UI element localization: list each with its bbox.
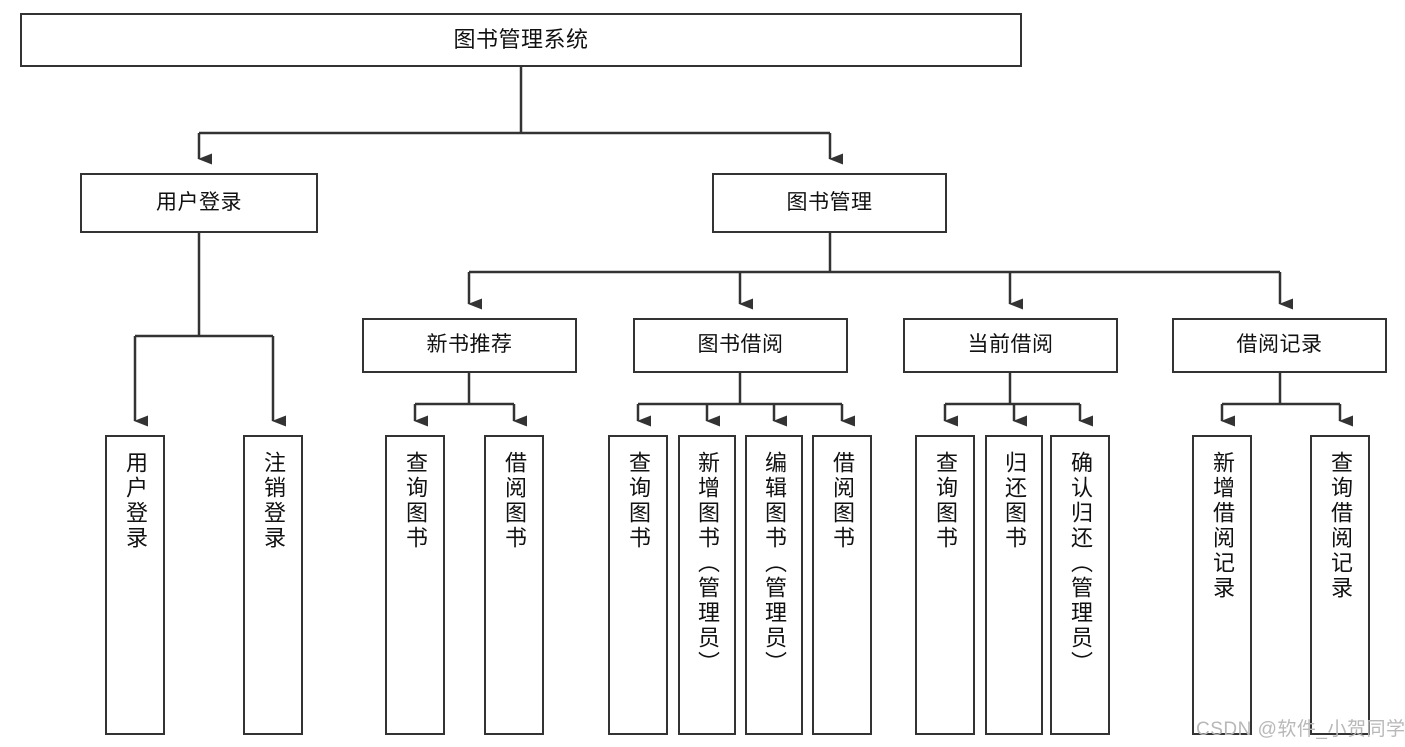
node-leaf-borrow-book-new[interactable]: 借阅图书 (484, 435, 544, 735)
node-book-management[interactable]: 图书管理 (712, 173, 947, 233)
node-leaf-logout[interactable]: 注销登录 (243, 435, 303, 735)
node-label: 当前借阅 (967, 333, 1054, 357)
node-label: 归还图书 (1002, 451, 1027, 551)
node-label: 用户登录 (123, 451, 148, 551)
node-leaf-add-borrow-record[interactable]: 新增借阅记录 (1192, 435, 1252, 735)
node-current-borrow[interactable]: 当前借阅 (903, 318, 1118, 373)
node-book-management-system[interactable]: 图书管理系统 (20, 13, 1022, 67)
node-leaf-borrow-book[interactable]: 借阅图书 (812, 435, 872, 735)
node-label: 查询图书 (933, 451, 958, 551)
node-label: 注销登录 (261, 451, 286, 551)
node-label: 图书管理 (786, 190, 873, 214)
node-leaf-add-book[interactable]: 新增图书（管理员） (678, 435, 736, 735)
node-leaf-query-book-borrow[interactable]: 查询图书 (608, 435, 668, 735)
node-label: 编辑图书（管理员） (762, 451, 787, 676)
node-leaf-confirm-return[interactable]: 确认归还（管理员） (1050, 435, 1110, 735)
node-book-borrow[interactable]: 图书借阅 (633, 318, 848, 373)
node-leaf-query-book-new[interactable]: 查询图书 (385, 435, 445, 735)
node-leaf-query-borrow-record[interactable]: 查询借阅记录 (1310, 435, 1370, 735)
node-label: 新增借阅记录 (1210, 451, 1235, 601)
node-leaf-return-book[interactable]: 归还图书 (985, 435, 1043, 735)
node-user-login[interactable]: 用户登录 (80, 173, 318, 233)
node-label: 查询图书 (403, 451, 428, 551)
node-leaf-query-book-current[interactable]: 查询图书 (915, 435, 975, 735)
node-borrow-record[interactable]: 借阅记录 (1172, 318, 1387, 373)
node-label: 借阅图书 (830, 451, 855, 551)
node-label: 新增图书（管理员） (695, 451, 720, 676)
node-label: 确认归还（管理员） (1068, 451, 1093, 676)
node-label: 查询借阅记录 (1328, 451, 1353, 601)
node-label: 查询图书 (626, 451, 651, 551)
csdn-watermark: CSDN @软件_小贺同学 (1196, 719, 1405, 740)
node-label: 图书借阅 (697, 333, 784, 357)
node-new-book-recommend[interactable]: 新书推荐 (362, 318, 577, 373)
node-label: 图书管理系统 (453, 27, 589, 53)
node-label: 借阅记录 (1236, 333, 1323, 357)
node-leaf-user-login[interactable]: 用户登录 (105, 435, 165, 735)
node-label: 借阅图书 (502, 451, 527, 551)
node-leaf-edit-book[interactable]: 编辑图书（管理员） (745, 435, 803, 735)
node-label: 新书推荐 (426, 333, 513, 357)
node-label: 用户登录 (156, 190, 242, 214)
